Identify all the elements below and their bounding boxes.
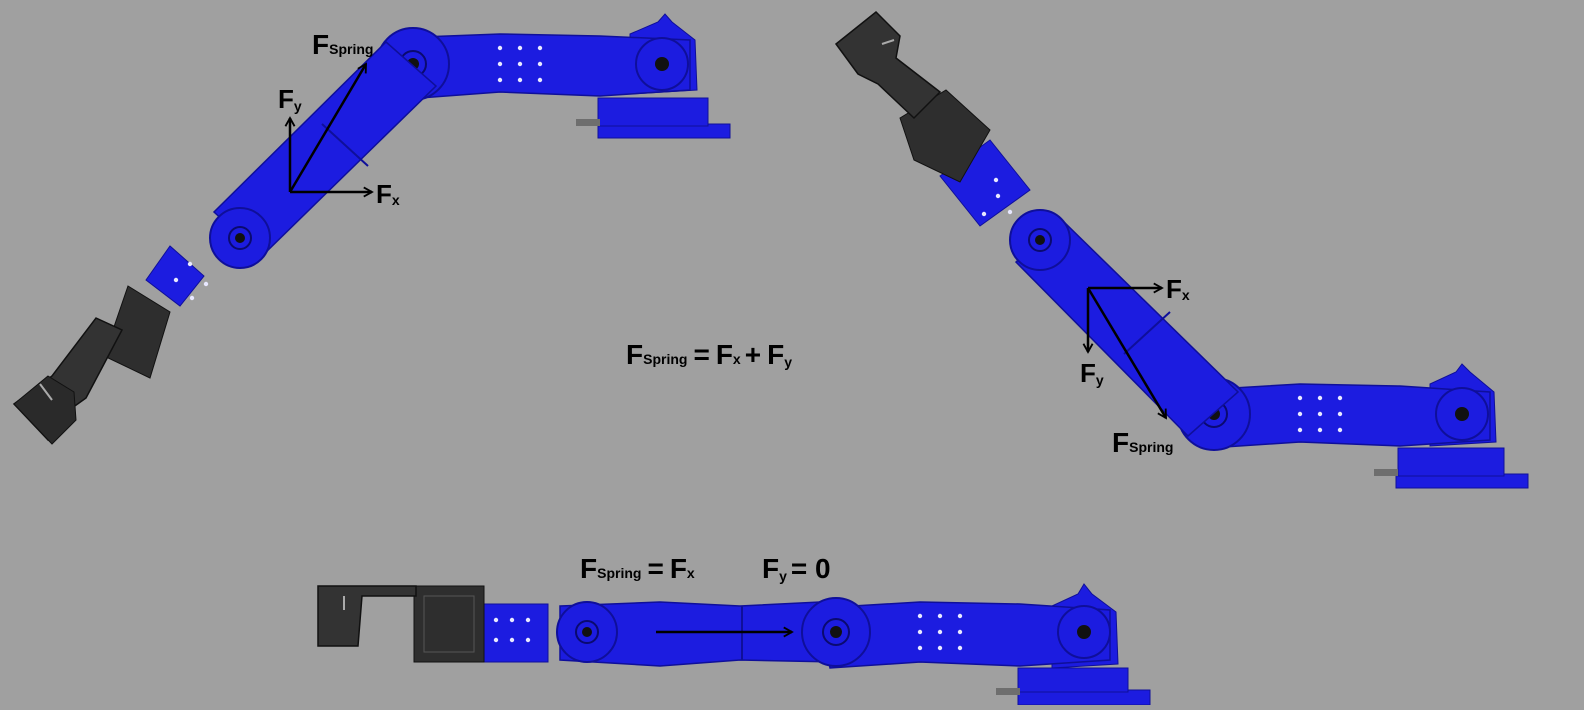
screw-hole	[1318, 412, 1322, 416]
screw-hole	[982, 212, 986, 216]
screw-hole	[538, 78, 542, 82]
screw-hole	[204, 282, 208, 286]
screw-hole	[1298, 428, 1302, 432]
screw-hole	[918, 630, 922, 634]
bottom-fy-equation: Fy= 0	[762, 553, 831, 584]
screw-hole	[498, 62, 502, 66]
screw-hole	[1298, 396, 1302, 400]
arm2-base-pin	[1374, 469, 1398, 476]
screw-hole	[498, 78, 502, 82]
screw-hole	[518, 62, 522, 66]
screw-hole	[190, 296, 194, 300]
screw-hole	[518, 78, 522, 82]
screw-hole	[494, 638, 498, 642]
arm1-base-block	[598, 98, 708, 126]
screw-hole	[1338, 428, 1342, 432]
arm3-base-pin	[996, 688, 1020, 695]
screw-hole	[526, 638, 530, 642]
main-equation: FSpring=Fx+Fy	[626, 339, 792, 370]
arm2-wrist-center	[1035, 235, 1045, 245]
screw-hole	[996, 194, 1000, 198]
arm2-fy-label: Fy	[1080, 358, 1104, 388]
screw-hole	[1338, 412, 1342, 416]
robot-arm-top-right	[836, 12, 1528, 488]
screw-hole	[1318, 396, 1322, 400]
arm1-shoulder-servo-center	[655, 57, 669, 71]
arm1-base-pin	[576, 119, 600, 126]
screw-hole	[938, 614, 942, 618]
arm3-elbow-center	[830, 626, 842, 638]
arm3-wrist-center	[582, 627, 592, 637]
arm1-wrist-center	[235, 233, 245, 243]
arm2-fx-label: Fx	[1166, 274, 1190, 304]
screw-hole	[174, 278, 178, 282]
screw-hole	[994, 178, 998, 182]
screw-hole	[188, 262, 192, 266]
screw-hole	[494, 618, 498, 622]
arm1-fy-label: Fy	[278, 84, 302, 114]
screw-hole	[938, 646, 942, 650]
arm2-gripper	[836, 12, 990, 182]
screw-hole	[1298, 412, 1302, 416]
arm3-gripper	[318, 586, 484, 662]
screw-hole	[1318, 428, 1322, 432]
arm1-wrist-link	[146, 246, 204, 306]
screw-hole	[1338, 396, 1342, 400]
screw-hole	[1008, 210, 1012, 214]
arm1-fx-label: Fx	[376, 179, 400, 209]
screw-hole	[510, 638, 514, 642]
screw-hole	[498, 46, 502, 50]
arm1-gripper	[14, 286, 170, 444]
arm3-wrist-link	[484, 604, 548, 662]
robot-arm-bottom	[318, 584, 1150, 705]
screw-hole	[510, 618, 514, 622]
arm3-shoulder-servo-center	[1077, 625, 1091, 639]
screw-hole	[518, 46, 522, 50]
screw-hole	[526, 618, 530, 622]
screw-hole	[958, 630, 962, 634]
screw-hole	[938, 630, 942, 634]
screw-hole	[958, 614, 962, 618]
arm2-base-block	[1398, 448, 1504, 476]
arm3-base-block	[1018, 668, 1128, 692]
screw-hole	[538, 62, 542, 66]
screw-hole	[918, 646, 922, 650]
robot-arm-top-left	[14, 14, 730, 444]
screw-hole	[538, 46, 542, 50]
screw-hole	[918, 614, 922, 618]
arm2-shoulder-servo-center	[1455, 407, 1469, 421]
arm2-fspring-label: FSpring	[1112, 427, 1173, 458]
arm1-fspring-label: FSpring	[312, 29, 373, 60]
bottom-spring-equation: FSpring=Fx	[580, 553, 695, 584]
screw-hole	[958, 646, 962, 650]
